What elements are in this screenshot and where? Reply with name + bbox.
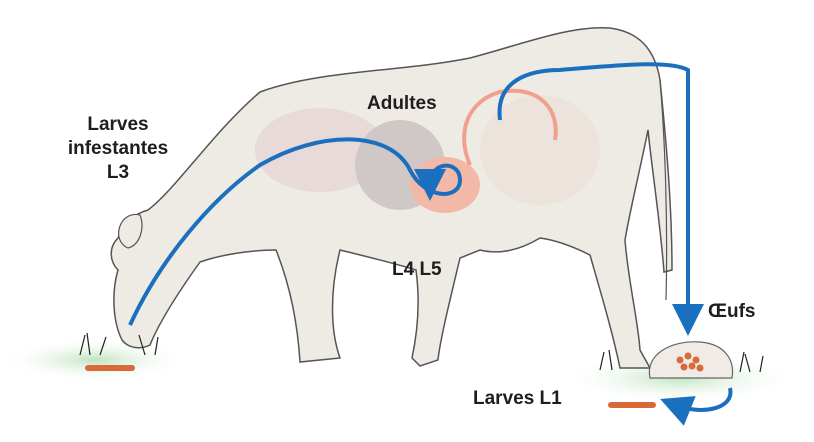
cow-ear bbox=[118, 213, 143, 249]
larva-l3 bbox=[85, 365, 135, 371]
label-adults: Adultes bbox=[367, 93, 437, 114]
label-line: Larves bbox=[87, 114, 149, 135]
intestine-organ bbox=[480, 95, 600, 205]
grass-patch-left bbox=[0, 338, 190, 382]
label-infective-larvae-l3: Larves infestantes L3 bbox=[58, 113, 178, 185]
label-eggs: Œufs bbox=[708, 301, 756, 322]
lifecycle-arrow-excretion bbox=[497, 62, 704, 336]
small-intestine bbox=[462, 88, 558, 166]
dung-pile bbox=[648, 341, 734, 379]
grass-tufts bbox=[79, 332, 764, 373]
label-l4-l5: L4 L5 bbox=[392, 259, 442, 280]
lung-organ bbox=[255, 108, 385, 192]
cow-tail bbox=[659, 79, 668, 301]
lifecycle-arrow-hatch bbox=[660, 387, 733, 426]
label-line: infestantes bbox=[67, 138, 169, 159]
eggs bbox=[676, 352, 704, 372]
lifecycle-arrow-ingestion bbox=[128, 137, 463, 326]
label-larvae-l1: Larves L1 bbox=[473, 388, 562, 409]
larva-l1 bbox=[608, 402, 656, 408]
label-line: L3 bbox=[106, 162, 130, 183]
